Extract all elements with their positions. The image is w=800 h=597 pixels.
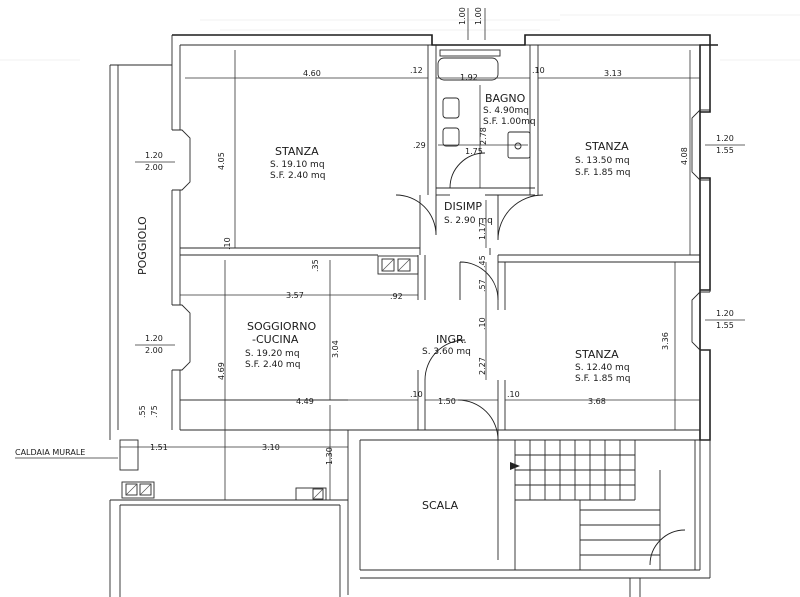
dim-1-50: 1.50 <box>438 397 456 406</box>
win-right-2-bot: 1.55 <box>716 321 734 330</box>
stanza-3-area: S. 12.40 mq <box>575 363 630 373</box>
staircase <box>510 439 696 571</box>
dim-10b: .10 <box>478 317 487 330</box>
outer-walls <box>109 34 718 597</box>
dim-4-60: 4.60 <box>303 69 321 78</box>
dim-1-30: 1.30 <box>325 447 334 465</box>
soggiorno-area: S. 19.20 mq <box>245 349 300 359</box>
disimp-area: S. 2.90 mq <box>444 216 493 226</box>
dim-2-78: 2.78 <box>479 127 488 145</box>
dim-3-68: 3.68 <box>588 397 606 406</box>
dim-57: .57 <box>478 279 487 292</box>
dim-1-17: 1.17 <box>478 222 487 240</box>
dim-1-75: 1.75 <box>465 147 483 156</box>
dim-12: .12 <box>410 66 423 75</box>
dimension-texts: 1.00 1.00 4.60 .12 1.92 .10 3.13 4.05 .1… <box>138 7 734 465</box>
windows-left <box>109 64 191 440</box>
disimp-name: DISIMP <box>444 200 482 213</box>
dim-10d: .10 <box>507 390 520 399</box>
doors <box>395 152 686 566</box>
soggiorno-name-2: -CUCINA <box>252 333 299 346</box>
win-right-2-top: 1.20 <box>716 309 734 318</box>
dim-top-2: 1.00 <box>474 7 483 25</box>
dim-29: .29 <box>413 141 426 150</box>
dim-4-08: 4.08 <box>680 147 689 165</box>
kitchen-appliances <box>119 255 419 501</box>
ingr-name: INGR. <box>436 333 467 346</box>
dimension-lines <box>15 8 745 500</box>
dim-3-36: 3.36 <box>661 332 670 350</box>
poggiolo-label: POGGIOLO <box>136 216 149 275</box>
scala-name: SCALA <box>422 499 459 512</box>
stanza-1-area: S. 19.10 mq <box>270 160 325 170</box>
win-left-2-bot: 2.00 <box>145 346 163 355</box>
room-labels: STANZA S. 19.10 mq S.F. 2.40 mq BAGNO S.… <box>15 92 630 512</box>
background-grid <box>0 14 800 61</box>
win-left-1-bot: 2.00 <box>145 163 163 172</box>
ingr-area: S. 3.60 mq <box>422 347 471 357</box>
stanza-3-sf: S.F. 1.85 mq <box>575 374 630 384</box>
dim-4-49: 4.49 <box>296 397 314 406</box>
dim-45: .45 <box>478 255 487 268</box>
dim-3-13: 3.13 <box>604 69 622 78</box>
caldaia-label: CALDAIA MURALE <box>15 448 85 457</box>
dim-92: .92 <box>390 292 403 301</box>
dim-10a: .10 <box>532 66 545 75</box>
dim-10v: .10 <box>223 237 232 250</box>
dim-2-27: 2.27 <box>478 357 487 375</box>
dim-3-57: 3.57 <box>286 291 304 300</box>
stanza-2-name: STANZA <box>585 140 629 153</box>
stanza-2-area: S. 13.50 mq <box>575 156 630 166</box>
bagno-name: BAGNO <box>485 92 526 105</box>
bagno-sf: S.F. 1.00mq <box>483 117 536 127</box>
win-left-2-top: 1.20 <box>145 334 163 343</box>
dim-top-1: 1.00 <box>458 7 467 25</box>
dim-3-10: 3.10 <box>262 443 280 452</box>
stanza-3-name: STANZA <box>575 348 619 361</box>
win-right-1-bot: 1.55 <box>716 146 734 155</box>
interior-walls <box>180 45 700 440</box>
stanza-2-sf: S.F. 1.85 mq <box>575 168 630 178</box>
soggiorno-name: SOGGIORNO <box>247 320 316 333</box>
bagno-area: S. 4.90mq <box>483 106 529 116</box>
dim-75: .75 <box>150 405 159 418</box>
dim-3-04: 3.04 <box>331 340 340 358</box>
win-right-1-top: 1.20 <box>716 134 734 143</box>
dim-10c: .10 <box>410 390 423 399</box>
stanza-1-sf: S.F. 2.40 mq <box>270 171 325 181</box>
dim-4-69: 4.69 <box>217 362 226 380</box>
dim-35: .35 <box>311 259 320 272</box>
dim-1-51: 1.51 <box>150 443 168 452</box>
soggiorno-sf: S.F. 2.40 mq <box>245 360 300 370</box>
stanza-1-name: STANZA <box>275 145 319 158</box>
win-left-1-top: 1.20 <box>145 151 163 160</box>
dim-1-92: 1.92 <box>460 73 478 82</box>
dim-55: .55 <box>138 405 147 418</box>
windows-right <box>691 109 710 351</box>
dim-4-05: 4.05 <box>217 152 226 170</box>
